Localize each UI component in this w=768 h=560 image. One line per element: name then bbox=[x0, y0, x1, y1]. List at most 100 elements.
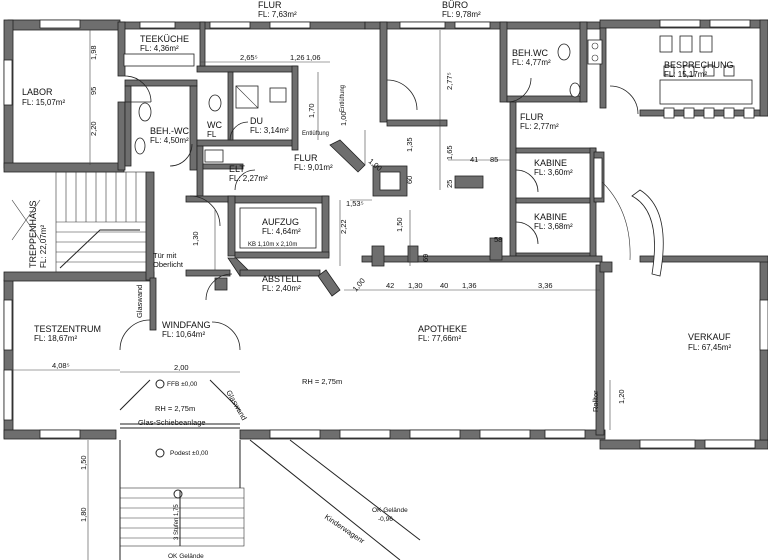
dim-text: 1,70 bbox=[307, 103, 316, 118]
room-name-verkauf: VERKAUF bbox=[688, 332, 731, 342]
note-kinderwagen: Kinderwagenr bbox=[323, 512, 367, 546]
room-area-testzentrum: FL: 18,67m² bbox=[34, 334, 77, 343]
note-glaswand-right: Glaswand bbox=[224, 389, 248, 422]
room-name-labor: LABOR bbox=[22, 87, 53, 97]
note-ffb: FFB ±0,00 bbox=[167, 381, 198, 388]
room-area-treppenhaus: FL: 22,07m² bbox=[39, 225, 48, 268]
dim-text: 1,50 bbox=[79, 455, 88, 470]
room-area-kabine1: FL: 3,60m² bbox=[534, 168, 573, 177]
room-name-abstell: ABSTELL bbox=[262, 274, 302, 284]
dimension-texts: 1,98 95 2,20 2,65⁵ 1,26 1,06 1,70 1,00 2… bbox=[52, 45, 626, 522]
room-name-besprechung: BESPRECHUNG bbox=[664, 60, 734, 70]
room-name-flur-top: FLUR bbox=[258, 0, 282, 10]
room-name-wc: WC bbox=[207, 120, 222, 130]
toilet-icon bbox=[134, 137, 146, 155]
dim-text: 85 bbox=[490, 155, 498, 164]
staircase bbox=[11, 171, 147, 273]
room-name-beh-wc-left: BEH.-WC bbox=[150, 126, 189, 136]
room-area-beh-wc-right: FL: 4,77m² bbox=[512, 58, 551, 67]
room-name-beh-wc-right: BEH.WC bbox=[512, 48, 549, 58]
room-area-teekueche: FL: 4,36m² bbox=[140, 44, 179, 53]
room-area-kabine2: FL: 3,68m² bbox=[534, 222, 573, 231]
toilet-icon bbox=[557, 43, 571, 61]
room-area-labor: FL: 15,07m² bbox=[22, 98, 65, 107]
room-name-treppenhaus: TREPPENHAUS bbox=[28, 200, 38, 268]
dim-text: 1,53⁵ bbox=[346, 199, 364, 208]
curved-glass-front bbox=[599, 179, 664, 277]
windows bbox=[3, 19, 768, 449]
note-podest: Podest ±0,00 bbox=[170, 450, 209, 457]
room-name-apotheke: APOTHEKE bbox=[418, 324, 467, 334]
dim-text: 1,98 bbox=[89, 45, 98, 60]
room-area-abstell: FL: 2,40m² bbox=[262, 284, 301, 293]
note-ok-gelaende-2: OK Gelände bbox=[168, 553, 204, 560]
dim-text: 1,00 bbox=[351, 276, 367, 293]
dim-text: 1,00 bbox=[339, 111, 348, 126]
note-entlueftung-2: Entlüftung bbox=[302, 131, 329, 137]
room-name-kabine1: KABINE bbox=[534, 158, 567, 168]
room-name-windfang: WINDFANG bbox=[162, 320, 211, 330]
toilet-icon bbox=[569, 82, 581, 98]
room-name-teekueche: TEEKÜCHE bbox=[140, 34, 189, 44]
dim-text: 60 bbox=[405, 176, 414, 184]
dim-text: 1,80 bbox=[79, 507, 88, 522]
room-labels: LABOR FL: 15,07m² TEEKÜCHE FL: 4,36m² FL… bbox=[22, 0, 734, 352]
dim-text: 2,22 bbox=[339, 219, 348, 234]
dim-text: 1,30 bbox=[191, 231, 200, 246]
dim-text: 2,20 bbox=[89, 121, 98, 136]
dim-text: 1,36 bbox=[462, 281, 477, 290]
room-name-aufzug: AUFZUG bbox=[262, 217, 299, 227]
room-area-windfang: FL: 10,64m² bbox=[162, 330, 205, 339]
dim-text: 2,77⁵ bbox=[445, 72, 454, 90]
doors bbox=[119, 75, 639, 351]
dim-text: 3,36 bbox=[538, 281, 553, 290]
note-rh-apotheke: RH = 2,75m bbox=[302, 377, 342, 386]
room-name-flur-mid: FLUR bbox=[294, 153, 318, 163]
dim-text: 2,00 bbox=[174, 363, 189, 372]
room-area-besprechung: FL: 15,17m² bbox=[664, 70, 707, 79]
dim-text: 1,65 bbox=[445, 145, 454, 160]
room-name-du: DU bbox=[250, 116, 263, 126]
aufzug-kb: KB 1,10m x 2,10m bbox=[248, 242, 297, 248]
room-area-flur-mid: FL: 9,01m² bbox=[294, 163, 333, 172]
dim-text: 58 bbox=[494, 235, 502, 244]
room-name-kabine2: KABINE bbox=[534, 212, 567, 222]
note-entlueftung-1: Entlüftung bbox=[340, 85, 346, 112]
room-name-buero: BÜRO bbox=[442, 0, 468, 10]
room-name-flur-right: FLUR bbox=[520, 112, 544, 122]
dim-text: 69 bbox=[421, 254, 430, 262]
dim-text: 4,08⁵ bbox=[52, 361, 70, 370]
room-area-verkauf: FL: 67,45m² bbox=[688, 343, 731, 352]
dim-text: 1,20 bbox=[617, 389, 626, 404]
meeting-table bbox=[659, 79, 753, 105]
exterior-steps bbox=[119, 439, 421, 560]
dim-text: 42 bbox=[386, 281, 394, 290]
dim-text: 1,30 bbox=[408, 281, 423, 290]
note-ok-gelaende-1: OK Gelände bbox=[372, 507, 408, 514]
note-glaswand-left: Glaswand bbox=[135, 285, 144, 318]
dim-text: 1,06 bbox=[306, 53, 321, 62]
room-area-aufzug: FL: 4,64m² bbox=[262, 227, 301, 236]
dim-text: 1,26 bbox=[290, 53, 305, 62]
dim-text: 2,65⁵ bbox=[240, 53, 258, 62]
dimension-lines bbox=[12, 30, 611, 560]
dim-text: 41 bbox=[470, 155, 478, 164]
fixtures bbox=[123, 35, 755, 249]
note-tuer-1: Tür mit bbox=[153, 251, 177, 260]
note-rolltor: Rolltor bbox=[591, 390, 600, 412]
room-area-wc: FL bbox=[207, 130, 217, 139]
room-area-beh-wc-left: FL: 4,50m² bbox=[150, 136, 189, 145]
dim-text: 1,35 bbox=[405, 137, 414, 152]
room-area-du: FL: 3,14m² bbox=[250, 126, 289, 135]
room-area-flur-right: FL: 2,77m² bbox=[520, 122, 559, 131]
interior-walls bbox=[117, 19, 768, 441]
room-name-testzentrum: TESTZENTRUM bbox=[34, 324, 101, 334]
note-tuer-2: Oberlicht bbox=[153, 260, 184, 269]
room-area-elt: FL: 2,27m² bbox=[229, 174, 268, 183]
note-rh-windfang: RH = 2,75m bbox=[155, 404, 195, 413]
room-area-apotheke: FL: 77,66m² bbox=[418, 334, 461, 343]
dim-text: 95 bbox=[89, 87, 98, 95]
dim-text: 25 bbox=[445, 180, 454, 188]
entrance bbox=[119, 379, 241, 499]
